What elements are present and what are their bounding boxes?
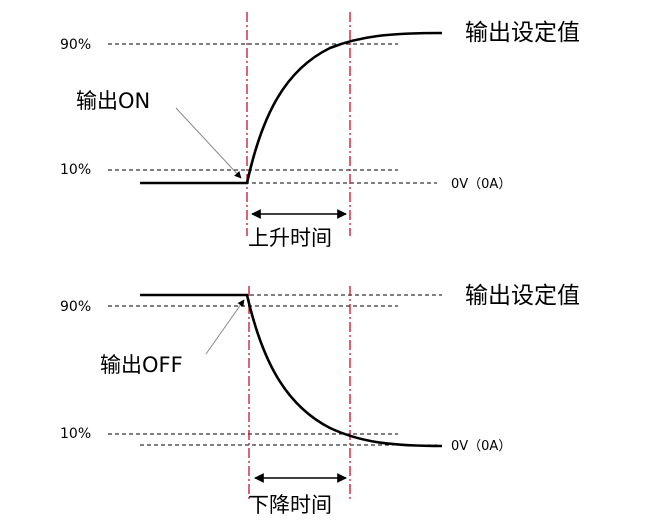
rise-time-label: 上升时间	[248, 226, 332, 250]
bottom-10-label: 10%	[60, 426, 91, 442]
fall-time-label: 下降时间	[248, 493, 332, 517]
output-off-pointer	[205, 299, 245, 355]
rise-diagram: 90% 10% 输出设定值 0V（0A） 输出ON 上升时间	[60, 12, 580, 250]
top-10-label: 10%	[60, 162, 91, 178]
output-on-label: 输出ON	[76, 89, 150, 113]
top-setpoint-label: 输出设定值	[465, 20, 580, 46]
output-off-label: 输出OFF	[100, 353, 183, 377]
bottom-setpoint-label: 输出设定值	[465, 283, 580, 309]
output-on-pointer	[175, 107, 242, 179]
top-zero-label: 0V（0A）	[451, 177, 511, 192]
fall-curve	[140, 293, 443, 448]
fall-diagram: 90% 10% 输出设定值 0V（0A） 输出OFF 下降时间	[60, 283, 580, 517]
bottom-zero-label: 0V（0A）	[451, 439, 511, 454]
top-90-label: 90%	[60, 37, 91, 53]
bottom-90-label: 90%	[60, 299, 91, 315]
rise-curve	[140, 31, 443, 185]
